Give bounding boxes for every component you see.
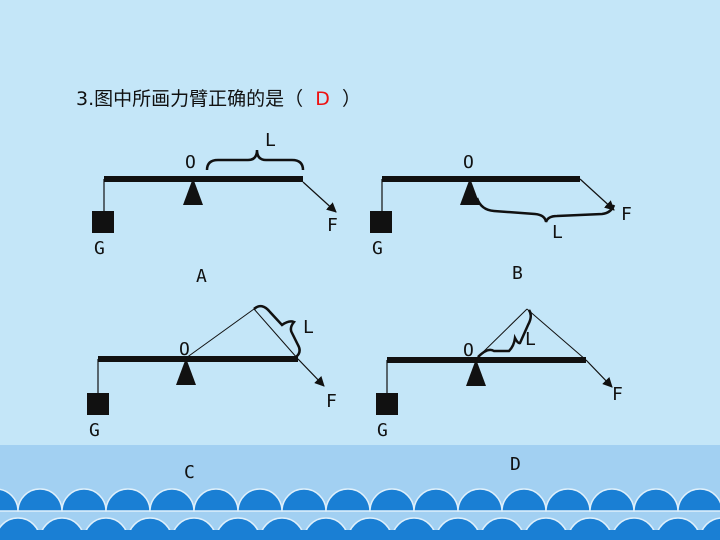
wave-bump (281, 488, 327, 512)
question-text: 3.图中所画力臂正确的是（ D ） (76, 88, 361, 110)
arm-brace (205, 149, 305, 171)
pivot-label-d: O (463, 340, 474, 361)
force-arrow (302, 181, 337, 213)
arm-label-d: L (525, 329, 536, 350)
pivot-label-c: O (179, 339, 190, 360)
wave-bump (237, 488, 283, 512)
diagram-a (92, 149, 337, 233)
wave-bump (369, 488, 415, 512)
wave-bump (105, 488, 151, 512)
weight-label-b: G (372, 238, 383, 259)
force-label-a: F (327, 215, 338, 236)
pivot-label-a: O (185, 152, 196, 173)
wave-bump (149, 488, 195, 512)
weight-label-c: G (89, 420, 100, 441)
wave-bump (545, 488, 591, 512)
fulcrum (460, 178, 480, 205)
weight-label-a: G (94, 238, 105, 259)
weight-block (87, 393, 109, 415)
arm-brace (477, 309, 532, 358)
wave-bump (589, 488, 635, 512)
wave-bump (457, 488, 503, 512)
force-line (253, 308, 299, 360)
option-d: D (510, 454, 521, 475)
wave-bump (0, 488, 19, 512)
option-b: B (512, 263, 523, 284)
arm-line (185, 308, 255, 359)
wave-bump (501, 488, 547, 512)
wave-bump (413, 488, 459, 512)
wave-bump (193, 488, 239, 512)
weight-label-d: G (377, 420, 388, 441)
fulcrum (176, 358, 196, 385)
wave-bump (633, 488, 679, 512)
arm-brace (253, 304, 301, 358)
weight-block (376, 393, 398, 415)
force-label-d: F (612, 384, 623, 405)
force-label-b: F (621, 204, 632, 225)
wave-bump (677, 488, 720, 512)
pivot-label-b: O (463, 152, 474, 173)
arm-brace (475, 197, 616, 223)
wave-bump (17, 488, 63, 512)
diagram-c (87, 304, 325, 415)
wave-base (0, 530, 720, 540)
option-a: A (196, 266, 207, 287)
wave-bump (325, 488, 371, 512)
force-arrow (579, 178, 615, 211)
option-c: C (184, 462, 195, 483)
arm-label-b: L (552, 222, 563, 243)
diagram-d (376, 308, 613, 415)
fulcrum (466, 359, 486, 386)
wave-bump (61, 488, 107, 512)
wave-decoration (0, 488, 720, 540)
weight-block (370, 211, 392, 233)
answer-label: D (315, 88, 330, 110)
force-label-c: F (326, 391, 337, 412)
force-arrow (585, 359, 613, 388)
force-line (526, 308, 587, 361)
fulcrum (183, 178, 203, 205)
weight-block (92, 211, 114, 233)
force-arrow (297, 358, 325, 387)
diagram-b (370, 176, 616, 233)
arm-label-c: L (303, 317, 314, 338)
arm-label-a: L (265, 130, 276, 151)
